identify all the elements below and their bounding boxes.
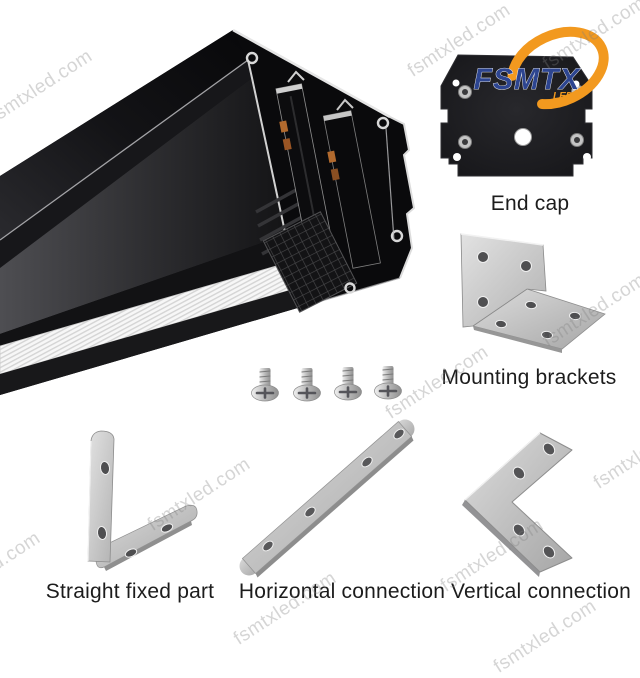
screw (334, 367, 362, 401)
copper-contact (282, 138, 292, 151)
vertical-connection-image (462, 432, 573, 577)
bracket-holes (512, 442, 556, 559)
screw-bosses (245, 51, 404, 294)
end-cap-small-holes (452, 79, 591, 161)
bracket-holes (477, 251, 581, 340)
logo-subtext: LED (553, 91, 573, 102)
caption-horizontal-connection: Horizontal connection (238, 580, 446, 603)
caption-straight-fixed-part: Straight fixed part (45, 580, 215, 603)
track-conductor-channel (322, 110, 381, 269)
screw (251, 368, 279, 402)
straight-fixed-part-image (87, 430, 198, 571)
screws-image (251, 366, 402, 402)
caption-mounting-brackets: Mounting brackets (441, 366, 617, 389)
copper-contact (330, 168, 340, 181)
caption-vertical-connection: Vertical connection (450, 580, 632, 603)
fsmtx-logo: FSMTX LED (473, 26, 609, 110)
bracket-holes (262, 428, 405, 552)
led-track-profile-image (0, 28, 416, 395)
logo-text: FSMTX (474, 63, 582, 96)
copper-contact (327, 150, 337, 163)
heatsink-grid-block (262, 211, 358, 313)
screw (374, 366, 402, 400)
screw (293, 368, 321, 402)
end-cap-center-hole (514, 128, 532, 146)
bracket-holes (96, 461, 174, 558)
horizontal-connection-image (239, 419, 415, 578)
mounting-bracket-image (460, 233, 606, 353)
caption-end-cap: End cap (490, 192, 570, 215)
collage-graphics: FSMTX LED (0, 26, 609, 578)
copper-contact (279, 120, 289, 133)
logo-swoosh (507, 26, 609, 110)
